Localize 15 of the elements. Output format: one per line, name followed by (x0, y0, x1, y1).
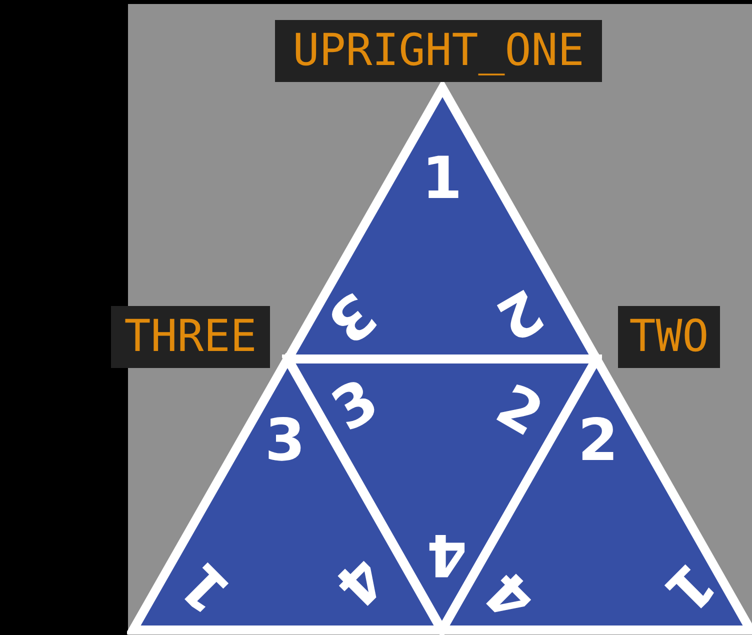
face-number: 3 (323, 370, 387, 440)
face-number: 1 (422, 149, 462, 207)
face-number: 1 (170, 553, 240, 623)
face-number: 4 (475, 561, 545, 631)
face-number: 2 (488, 280, 552, 350)
face-number: 3 (264, 411, 306, 469)
face-number: 4 (325, 547, 395, 617)
face-number: 3 (318, 282, 386, 354)
label-tag: THREE (111, 306, 270, 368)
face-number: 1 (655, 553, 725, 623)
face-number: 2 (578, 411, 618, 469)
label-tag: UPRIGHT_ONE (275, 20, 602, 82)
label-tag: TWO (618, 306, 720, 368)
face-number: 4 (426, 526, 468, 584)
face-number: 2 (488, 374, 552, 446)
